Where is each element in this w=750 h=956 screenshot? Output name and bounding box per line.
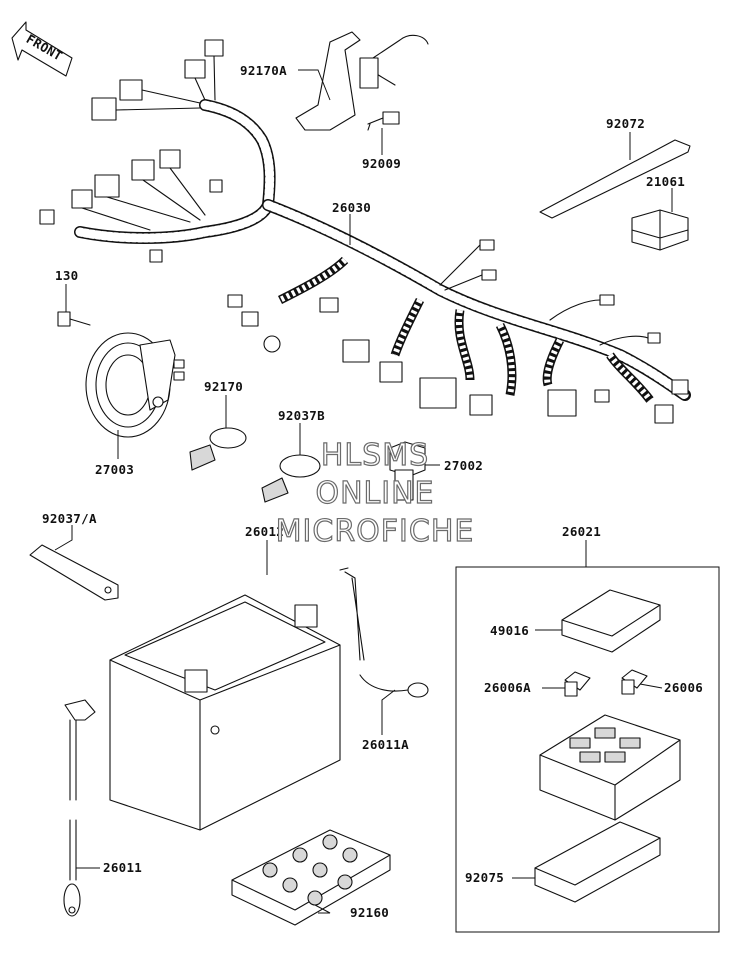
label-92037B: 92037B [278,408,325,423]
label-21061: 21061 [646,174,685,189]
horn-27003 [85,332,185,438]
watermark: HLSMS ONLINE MICROFICHE [275,437,475,549]
fuse-26006A [564,671,591,697]
watermark-line-1: HLSMS [321,438,429,473]
assembly-box-26021 [455,566,720,933]
label-49016: 49016 [490,623,529,638]
label-92037A: 92037/A [42,511,97,526]
pad-92160 [231,829,391,926]
label-92170: 92170 [204,379,243,394]
fuse-26006 [621,669,648,695]
cable-26011A [339,567,429,698]
strap-92037A [29,544,119,601]
label-26006: 26006 [664,680,703,695]
bolt-92009 [367,111,400,131]
cover-49016 [561,589,661,653]
leader-lines [54,69,673,914]
bolt-130 [57,311,91,327]
band-92072 [539,139,691,219]
label-92009: 92009 [362,156,401,171]
holder-92075 [534,821,661,903]
label-26030: 26030 [332,200,371,215]
label-26006A: 26006A [484,680,531,695]
bracket-92170A [295,31,429,131]
wire-harness-26030 [39,39,691,424]
watermark-line-3: MICROFICHE [276,514,475,549]
part-labels: 92170A 92009 92072 21061 26030 130 92170… [42,63,703,920]
front-arrow-icon: FRONT [11,21,73,77]
label-26011A: 26011A [362,737,409,752]
label-27003: 27003 [95,462,134,477]
block-21061 [631,209,689,251]
cable-26011 [63,699,96,917]
label-92160: 92160 [350,905,389,920]
label-26011: 26011 [103,860,142,875]
label-27002: 27002 [444,458,483,473]
clamp-92037B [261,454,321,503]
label-26021: 26021 [562,524,601,539]
label-26012: 26012 [245,524,284,539]
label-130: 130 [55,268,78,283]
fuse-box [539,714,681,821]
battery-26012 [109,594,341,831]
relay-27002 [389,441,426,501]
label-92170A: 92170A [240,63,287,78]
label-92072: 92072 [606,116,645,131]
clamp-92170 [189,427,247,471]
label-92075: 92075 [465,870,504,885]
watermark-line-2: ONLINE [315,476,434,511]
